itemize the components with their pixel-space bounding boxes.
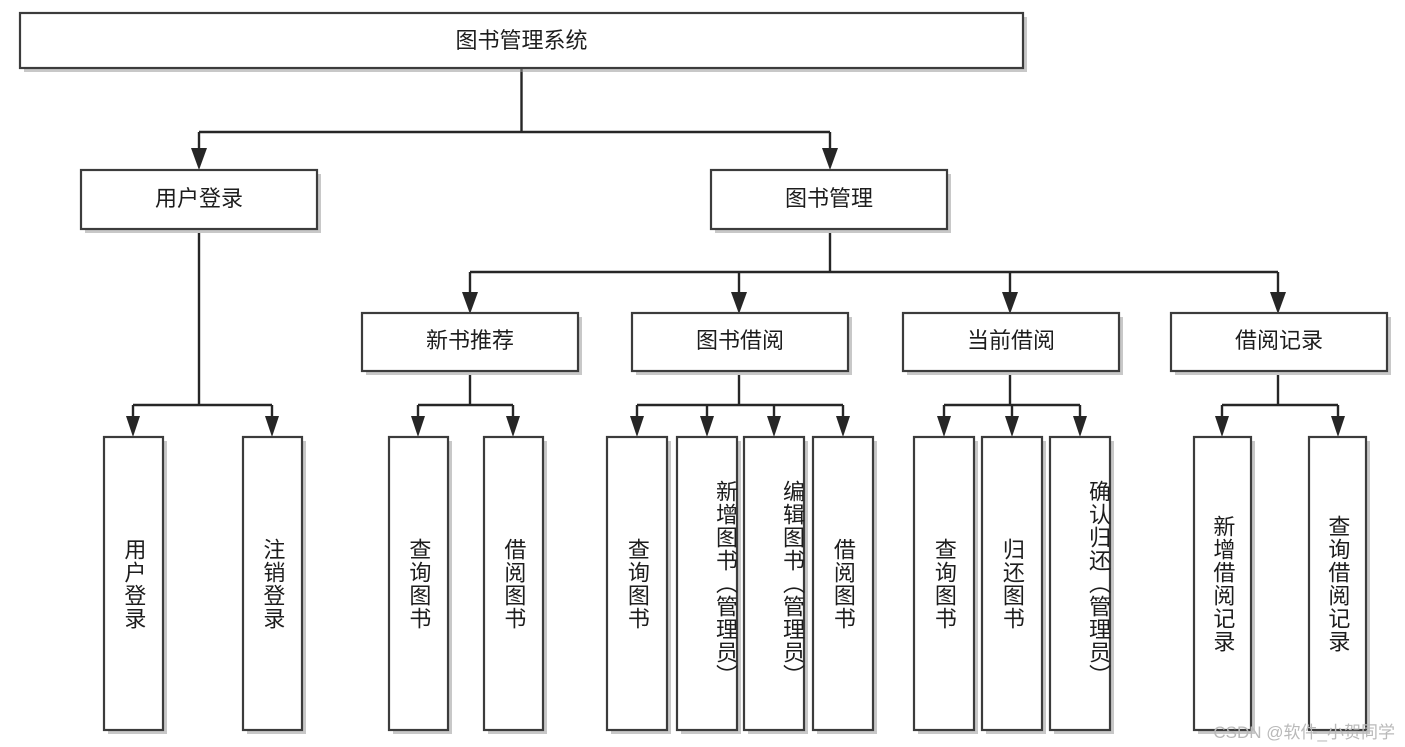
csdn-watermark: CSDN @软件_小贺同学 xyxy=(1213,723,1395,742)
arrow-borrow-record xyxy=(1270,292,1286,314)
arrow-current-borrow xyxy=(1002,292,1018,314)
node-box-leaf-bb-query-book[interactable] xyxy=(605,435,669,732)
arrow-cb-leaf3 xyxy=(1073,416,1087,437)
node-box-current-borrow[interactable] xyxy=(901,311,1121,373)
arrow-bb-leaf4 xyxy=(836,416,850,437)
node-label-user-login: 用户登录 xyxy=(155,186,243,211)
arrow-br-leaf2 xyxy=(1331,416,1345,437)
node-box-leaf-cb-confirm-return[interactable] xyxy=(1048,435,1112,732)
node-box-leaf-logout[interactable] xyxy=(241,435,304,732)
node-box-leaf-cb-query-book[interactable] xyxy=(912,435,976,732)
arrow-bb-leaf1 xyxy=(630,416,644,437)
node-box-leaf-nb-query-book[interactable] xyxy=(387,435,450,732)
connectors-layer xyxy=(126,68,1345,437)
node-box-leaf-bb-borrow-book[interactable] xyxy=(811,435,875,732)
nodes-layer: 图书管理系统 用户登录 图书管理 新书推荐 图书借阅 当前借阅 借阅记录 xyxy=(18,11,1391,734)
arrow-ul-leaf2 xyxy=(265,416,279,437)
node-label-book-borrow: 图书借阅 xyxy=(696,328,784,353)
arrow-nb-leaf1 xyxy=(411,416,425,437)
node-box-leaf-bb-add-book[interactable] xyxy=(675,435,739,732)
node-box-leaf-cb-return-book[interactable] xyxy=(980,435,1044,732)
arrow-book-manage xyxy=(822,148,838,170)
node-box-leaf-bb-edit-book[interactable] xyxy=(742,435,806,732)
node-box-borrow-record[interactable] xyxy=(1169,311,1389,373)
arrow-cb-leaf1 xyxy=(937,416,951,437)
arrow-book-borrow xyxy=(731,292,747,314)
node-label-borrow-record: 借阅记录 xyxy=(1235,328,1323,353)
arrow-user-login xyxy=(191,148,207,170)
arrow-new-book xyxy=(462,292,478,314)
arrow-ul-leaf1 xyxy=(126,416,140,437)
arrow-cb-leaf2 xyxy=(1005,416,1019,437)
node-label-current-borrow: 当前借阅 xyxy=(967,328,1055,353)
arrow-br-leaf1 xyxy=(1215,416,1229,437)
node-box-leaf-br-query-record[interactable] xyxy=(1307,435,1368,732)
arrow-bb-leaf3 xyxy=(767,416,781,437)
node-label-new-book-recommend: 新书推荐 xyxy=(426,328,514,353)
node-box-leaf-user-login[interactable] xyxy=(102,435,165,732)
node-box-leaf-nb-borrow-book[interactable] xyxy=(482,435,545,732)
arrow-nb-leaf2 xyxy=(506,416,520,437)
arrow-bb-leaf2 xyxy=(700,416,714,437)
node-box-book-manage[interactable] xyxy=(709,168,949,231)
node-label-root: 图书管理系统 xyxy=(455,28,587,53)
node-box-root[interactable] xyxy=(18,11,1025,70)
node-box-book-borrow[interactable] xyxy=(630,311,850,373)
node-box-new-book-recommend[interactable] xyxy=(360,311,580,373)
node-label-book-manage: 图书管理 xyxy=(785,186,873,211)
node-box-user-login[interactable] xyxy=(79,168,319,231)
node-box-leaf-br-add-record[interactable] xyxy=(1192,435,1253,732)
